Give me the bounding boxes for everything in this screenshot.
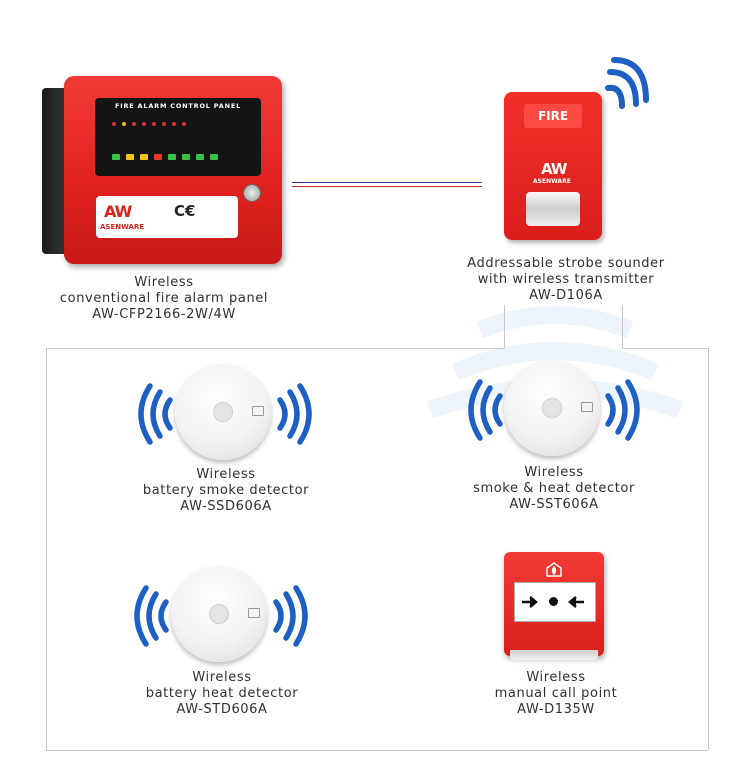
panel-key-switch[interactable] (243, 184, 261, 202)
detector-led (248, 608, 260, 618)
panel-brand: ASENWARE (100, 223, 145, 231)
panel-caption-line3: AW-CFP2166-2W/4W (92, 307, 236, 322)
device-caption-line2: battery smoke detector (142, 483, 310, 498)
device-caption: Wireless smoke & heat detector AW-SST606… (424, 465, 684, 513)
sounder-caption: Addressable strobe sounder with wireless… (436, 256, 696, 304)
device-caption-line2: manual call point (494, 686, 618, 701)
panel-caption: Wireless conventional fire alarm panel A… (34, 275, 294, 323)
indicator-dot (132, 122, 136, 126)
wifi-signal-icon (605, 57, 649, 109)
panel-button-yellow[interactable] (126, 154, 134, 160)
device-caption-line1: Wireless (192, 670, 252, 685)
indicator-dot (142, 122, 146, 126)
device-caption-line3: AW-SSD606A (180, 499, 272, 514)
link-line-blue (292, 182, 482, 183)
sounder-caption-line3: AW-D106A (529, 288, 603, 303)
panel-button-green[interactable] (182, 154, 190, 160)
indicator-dot (162, 122, 166, 126)
link-line-red (292, 186, 482, 187)
detector-center (209, 604, 229, 624)
sounder-logo: AW (541, 160, 568, 178)
panel-logo: AW (104, 202, 132, 221)
arrow-right-icon (522, 596, 538, 608)
device-caption: Wireless battery smoke detector AW-SSD60… (96, 467, 356, 515)
device-caption-line3: AW-D135W (517, 702, 595, 717)
indicator-dot (112, 122, 116, 126)
detector-center (542, 398, 562, 418)
fire-hand-icon (546, 562, 562, 577)
wifi-signal-icon (468, 379, 503, 441)
frame-left (46, 348, 47, 750)
frame-right (708, 348, 709, 750)
panel-button-green[interactable] (196, 154, 204, 160)
panel-title: FIRE ALARM CONTROL PANEL (114, 102, 242, 110)
wifi-signal-icon (134, 585, 169, 647)
detector-led (252, 406, 264, 416)
wifi-signal-icon (277, 383, 312, 445)
device-caption-line3: AW-STD606A (176, 702, 268, 717)
frame-bottom (46, 750, 708, 751)
device-caption: Wireless battery heat detector AW-STD606… (92, 670, 352, 718)
panel-button-yellow[interactable] (140, 154, 148, 160)
device-caption-line3: AW-SST606A (509, 497, 599, 512)
sounder-caption-line1: Addressable strobe sounder (467, 256, 665, 271)
device-caption-line1: Wireless (524, 465, 584, 480)
frame-top-left (46, 348, 504, 349)
detector-center (213, 402, 233, 422)
indicator-dot (152, 122, 156, 126)
arrow-left-icon (568, 596, 584, 608)
call-point-dot (549, 597, 558, 606)
device-caption-line2: battery heat detector (145, 686, 299, 701)
panel-indicator-row (112, 122, 186, 126)
sounder-fire-plate: FIRE (524, 104, 582, 128)
panel-button-red[interactable] (154, 154, 162, 160)
panel-caption-line2: conventional fire alarm panel (59, 291, 269, 306)
sounder-caption-line2: with wireless transmitter (477, 272, 655, 287)
device-caption-line2: smoke & heat detector (473, 481, 635, 496)
panel-button-green[interactable] (210, 154, 218, 160)
panel-caption-line1: Wireless (134, 275, 194, 290)
device-caption-line1: Wireless (526, 670, 586, 685)
panel-button-green[interactable] (112, 154, 120, 160)
detector-led (581, 402, 593, 412)
wifi-signal-icon (138, 383, 173, 445)
device-caption: Wireless manual call point AW-D135W (426, 670, 686, 718)
panel-button-green[interactable] (168, 154, 176, 160)
strobe-lens (526, 192, 580, 226)
frame-drop-right (622, 305, 623, 348)
panel-label-plate: AW ASENWARE C€ (96, 196, 238, 238)
frame-top-right (622, 348, 708, 349)
device-caption-line1: Wireless (196, 467, 256, 482)
panel-display (95, 98, 261, 176)
frame-drop-left (504, 305, 505, 348)
sounder-brand: ASENWARE (533, 178, 571, 185)
panel-button-row (112, 154, 218, 160)
wifi-signal-icon (273, 585, 308, 647)
indicator-dot (122, 122, 126, 126)
call-point-base (510, 650, 598, 660)
indicator-dot (182, 122, 186, 126)
indicator-dot (172, 122, 176, 126)
ce-mark: C€ (174, 202, 196, 220)
wifi-signal-icon (605, 379, 640, 441)
